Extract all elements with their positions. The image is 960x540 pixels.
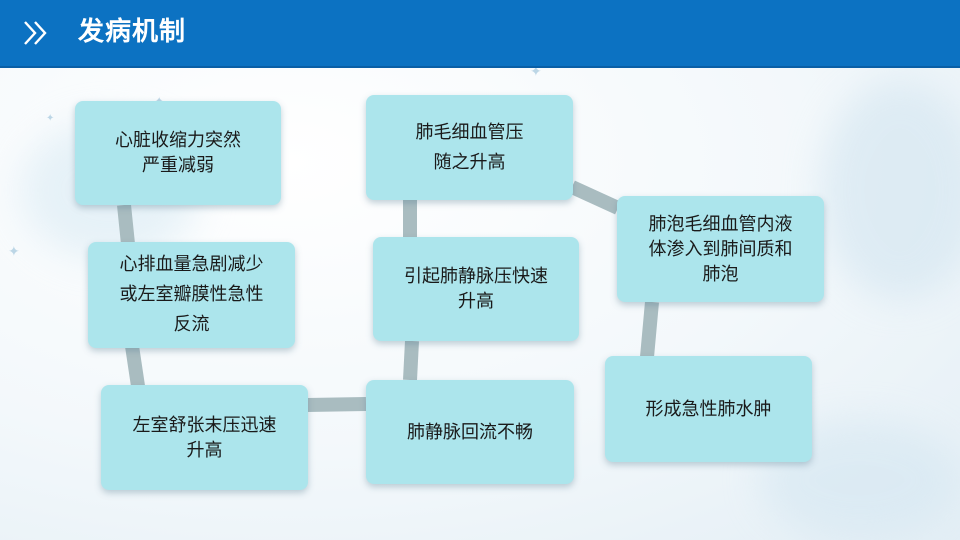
title-bar: 发病机制 xyxy=(0,0,960,68)
flow-node-label: 心脏收缩力突然 严重减弱 xyxy=(115,130,241,176)
flow-node-label: 肺泡毛细血管内液 体渗入到肺间质和 肺泡 xyxy=(648,213,793,285)
connector-n2-n3 xyxy=(125,344,145,388)
connector-n4-n5 xyxy=(403,340,419,381)
connector-n6-n7 xyxy=(569,180,621,215)
connector-n1-n2 xyxy=(117,204,135,245)
star-decoration-icon: ✦ xyxy=(8,244,20,260)
flow-node-label: 引起肺静脉压快速 升高 xyxy=(404,266,548,312)
flow-node-pulmonary-venous-return: 肺静脉回流不畅 xyxy=(366,380,574,484)
flow-node-label: 形成急性肺水肿 xyxy=(645,398,772,420)
background-glow xyxy=(820,80,960,300)
connector-n3-n4 xyxy=(306,397,367,412)
connector-n7-n8 xyxy=(640,301,659,358)
flow-node-lv-pressure-rise: 左室舒张末压迅速 升高 xyxy=(101,385,308,490)
flow-node-label: 左室舒张末压迅速 升高 xyxy=(132,414,277,461)
flow-node-acute-pulmonary-edema: 形成急性肺水肿 xyxy=(605,356,812,462)
flow-node-cardiac-output-drop: 心排血量急剧减少 或左室瓣膜性急性 反流 xyxy=(88,242,295,348)
flow-node-pulmonary-venous-pressure: 引起肺静脉压快速 升高 xyxy=(373,237,579,341)
flow-node-capillary-pressure: 肺毛细血管压 随之升高 xyxy=(366,95,573,200)
star-decoration-icon: ✦ xyxy=(46,113,55,124)
flow-node-label: 肺静脉回流不畅 xyxy=(407,421,533,443)
star-decoration-icon: ✦ xyxy=(530,64,542,80)
flow-node-label: 心排血量急剧减少 或左室瓣膜性急性 反流 xyxy=(119,254,264,335)
page-title: 发病机制 xyxy=(78,17,187,47)
double-chevron-right-icon xyxy=(24,21,47,45)
flow-node-reduced-contractility: 心脏收缩力突然 严重减弱 xyxy=(75,101,281,205)
flow-node-fluid-leakage: 肺泡毛细血管内液 体渗入到肺间质和 肺泡 xyxy=(617,196,824,302)
flow-node-label: 肺毛细血管压 随之升高 xyxy=(415,121,524,173)
